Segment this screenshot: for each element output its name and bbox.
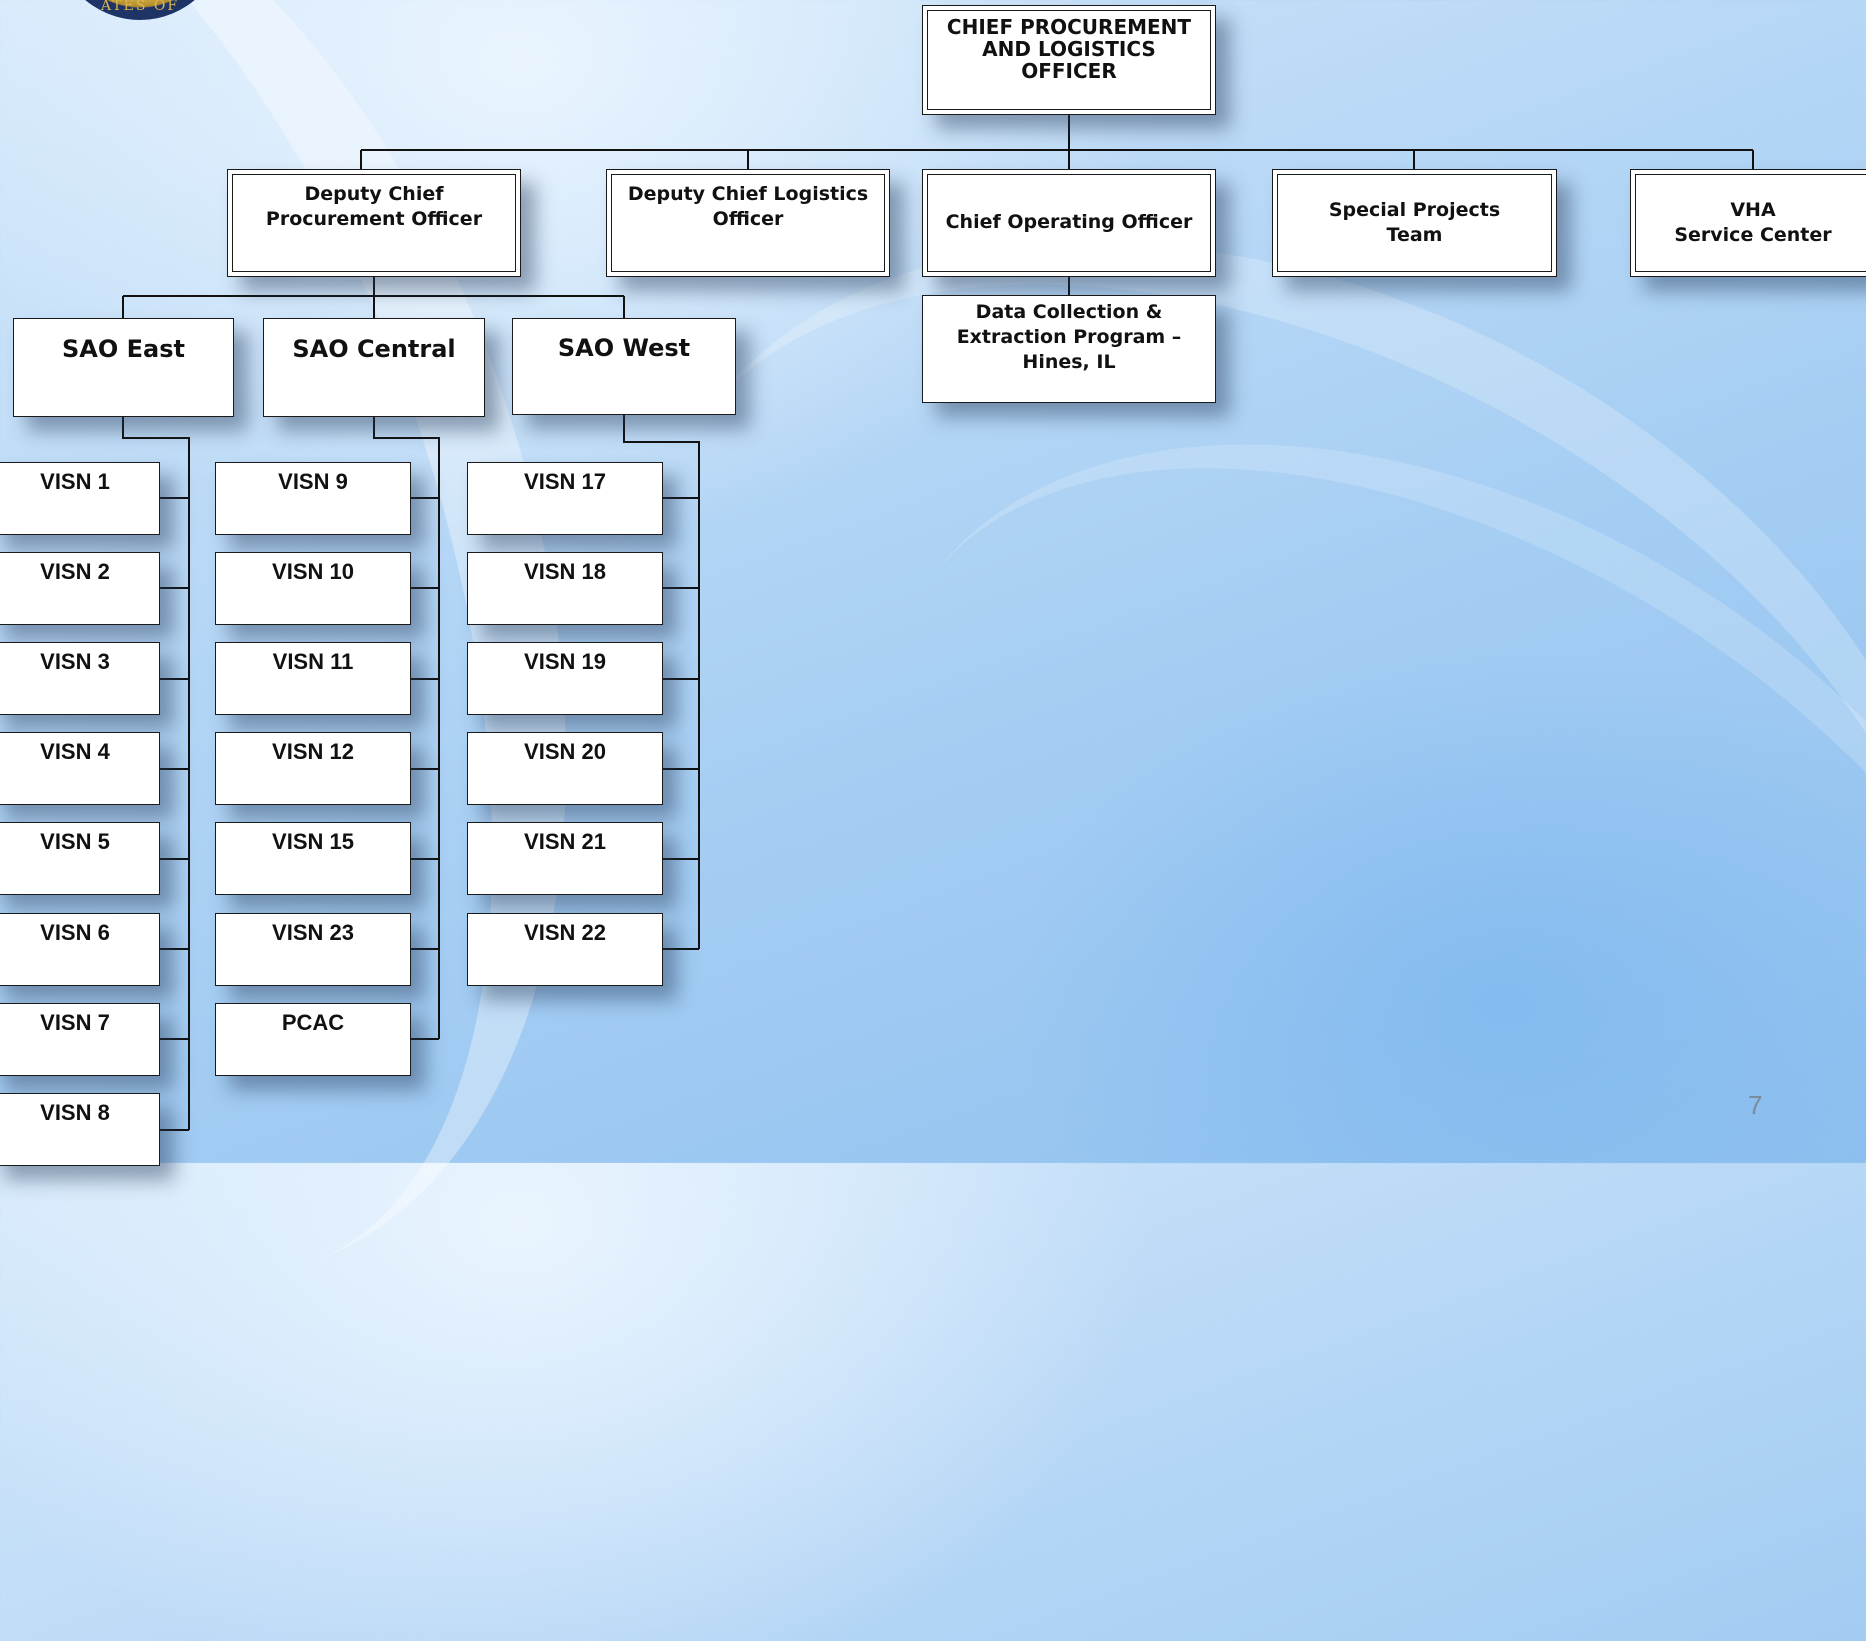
visn-label: VISN 3 bbox=[40, 649, 110, 674]
visn-label: VISN 5 bbox=[40, 829, 110, 854]
visn-box: VISN 12 bbox=[215, 732, 411, 805]
deputy-chief-procurement-officer-label: Deputy Chief Procurement Officer bbox=[265, 183, 483, 230]
special-projects-team-box: Special Projects Team bbox=[1272, 169, 1557, 277]
sao-west-label: SAO West bbox=[557, 334, 691, 362]
data-collection-program-box: Data Collection & Extraction Program – H… bbox=[922, 295, 1216, 403]
visn-box: VISN 7 bbox=[0, 1003, 160, 1076]
visn-box: VISN 17 bbox=[467, 462, 663, 535]
visn-box: VISN 18 bbox=[467, 552, 663, 625]
sao-east-label: SAO East bbox=[62, 335, 185, 363]
visn-label: VISN 17 bbox=[524, 469, 606, 494]
visn-box: VISN 22 bbox=[467, 913, 663, 986]
deputy-chief-procurement-officer-box: Deputy Chief Procurement Officer bbox=[227, 169, 521, 277]
visn-label: VISN 7 bbox=[40, 1010, 110, 1035]
visn-box: VISN 6 bbox=[0, 913, 160, 986]
visn-box: VISN 21 bbox=[467, 822, 663, 895]
visn-box: VISN 9 bbox=[215, 462, 411, 535]
visn-label: VISN 1 bbox=[40, 469, 110, 494]
visn-box: VISN 23 bbox=[215, 913, 411, 986]
deputy-chief-logistics-officer-label: Deputy Chief Logistics Officer bbox=[627, 183, 869, 230]
visn-box: VISN 1 bbox=[0, 462, 160, 535]
connector-lines bbox=[122, 115, 1754, 1131]
visn-label: VISN 18 bbox=[524, 559, 606, 584]
visn-box: VISN 8 bbox=[0, 1093, 160, 1166]
pcac-label: PCAC bbox=[281, 1010, 345, 1035]
visn-label: VISN 11 bbox=[272, 649, 354, 674]
visn-label: VISN 22 bbox=[524, 920, 606, 945]
visn-box: VISN 3 bbox=[0, 642, 160, 715]
special-projects-team-label: Special Projects Team bbox=[1328, 199, 1501, 246]
visn-label: VISN 4 bbox=[40, 739, 110, 764]
chief-operating-officer-box: Chief Operating Officer bbox=[922, 169, 1216, 277]
deputy-chief-logistics-officer-box: Deputy Chief Logistics Officer bbox=[606, 169, 890, 277]
chief-procurement-logistics-officer-label: CHIEF PROCUREMENT AND LOGISTICS OFFICER bbox=[946, 15, 1192, 83]
visn-box: VISN 20 bbox=[467, 732, 663, 805]
pcac-box: PCAC bbox=[215, 1003, 411, 1076]
sao-central-label: SAO Central bbox=[292, 335, 456, 363]
visn-label: VISN 23 bbox=[272, 920, 354, 945]
visn-box: VISN 2 bbox=[0, 552, 160, 625]
sao-west-box: SAO West bbox=[512, 318, 736, 415]
visn-box: VISN 4 bbox=[0, 732, 160, 805]
sao-central-box: SAO Central bbox=[263, 318, 485, 417]
visn-box: VISN 15 bbox=[215, 822, 411, 895]
visn-label: VISN 10 bbox=[272, 559, 354, 584]
visn-box: VISN 19 bbox=[467, 642, 663, 715]
visn-label: VISN 8 bbox=[40, 1100, 110, 1125]
visn-label: VISN 9 bbox=[278, 469, 348, 494]
page-number: 7 bbox=[1748, 1090, 1763, 1120]
sao-east-box: SAO East bbox=[13, 318, 234, 417]
visn-label: VISN 21 bbox=[524, 829, 606, 854]
chief-operating-officer-label: Chief Operating Officer bbox=[945, 210, 1193, 233]
visn-label: VISN 6 bbox=[40, 920, 110, 945]
visn-label: VISN 15 bbox=[272, 829, 354, 854]
chief-procurement-logistics-officer-box: CHIEF PROCUREMENT AND LOGISTICS OFFICER bbox=[922, 5, 1216, 115]
visn-box: VISN 10 bbox=[215, 552, 411, 625]
vha-service-center-box: VHA Service Center bbox=[1630, 169, 1866, 277]
vha-service-center-label: VHA Service Center bbox=[1674, 199, 1832, 246]
visn-label: VISN 2 bbox=[40, 559, 110, 584]
data-collection-program-label: Data Collection & Extraction Program – H… bbox=[956, 301, 1182, 373]
visn-label: VISN 19 bbox=[524, 649, 606, 674]
visn-label: VISN 12 bbox=[272, 739, 354, 764]
visn-box: VISN 5 bbox=[0, 822, 160, 895]
visn-label: VISN 20 bbox=[524, 739, 606, 764]
visn-box: VISN 11 bbox=[215, 642, 411, 715]
